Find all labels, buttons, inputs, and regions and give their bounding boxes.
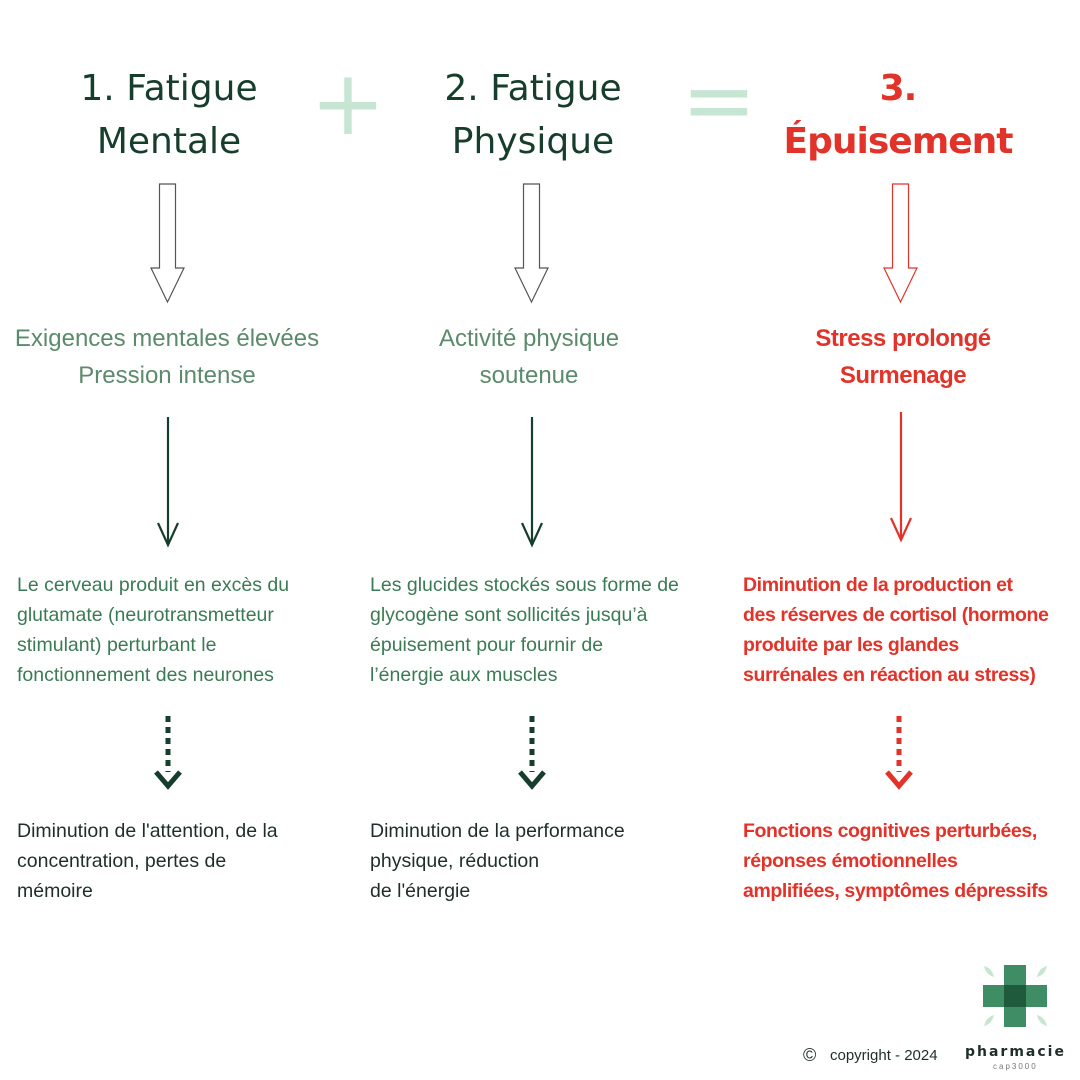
cause-line: Activité physique: [438, 325, 620, 352]
mechanism-physique: Les glucides stockés sous forme de glyco…: [370, 570, 710, 690]
cause-mentale: Exigences mentales élevées Pression inte…: [0, 320, 337, 394]
thin-down-arrow-icon: [889, 412, 913, 543]
brand-name: pharmacie: [965, 1044, 1066, 1060]
thin-down-arrow-icon: [520, 417, 544, 548]
mechanism-line: des réserves de cortisol (hormone: [743, 604, 1049, 626]
consequence-line: mémoire: [17, 880, 93, 902]
mechanism-line: fonctionnement des neurones: [17, 664, 274, 686]
cause-line: Surmenage: [839, 362, 967, 389]
consequence-physique: Diminution de la performance physique, r…: [370, 816, 710, 906]
title-mentale: 1. Fatigue Mentale: [0, 62, 339, 168]
mechanism-line: Le cerveau produit en excès du: [17, 574, 290, 596]
title-epuisement: 3. Épuisement: [728, 62, 1068, 168]
thin-down-arrow-icon: [156, 417, 180, 548]
consequence-line: concentration, pertes de: [17, 850, 227, 872]
cause-line: Pression intense: [78, 362, 256, 389]
plus-operator: +: [310, 51, 386, 156]
cause-line: Exigences mentales élevées: [14, 325, 320, 352]
mechanism-mentale: Le cerveau produit en excès du glutamate…: [17, 570, 357, 690]
mechanism-line: Diminution de la production et: [743, 574, 1013, 596]
cause-physique: Activité physique soutenue: [359, 320, 699, 394]
copyright-text: copyright - 2024: [830, 1047, 938, 1064]
mechanism-line: l’énergie aux muscles: [370, 664, 558, 686]
mechanism-line: glutamate (neurotransmetteur: [17, 604, 274, 626]
mechanism-line: épuisement pour fournir de: [370, 634, 604, 656]
mechanism-line: glycogène sont sollicités jusqu’à: [370, 604, 648, 626]
consequence-epuisement: Fonctions cognitives perturbées, réponse…: [743, 816, 1080, 906]
title-line: Épuisement: [783, 121, 1014, 162]
dotted-chevron-down-arrow-icon: [154, 716, 182, 790]
consequence-line: Diminution de l'attention, de la: [17, 820, 278, 842]
title-line: 2. Fatigue: [444, 68, 622, 109]
cause-line: soutenue: [479, 362, 579, 389]
mechanism-line: surrénales en réaction au stress): [743, 664, 1036, 686]
hollow-down-arrow-icon: [883, 183, 918, 304]
consequence-line: amplifiées, symptômes dépressifs: [743, 880, 1048, 902]
cause-line: Stress prolongé: [815, 325, 991, 352]
mechanism-line: Les glucides stockés sous forme de: [370, 574, 679, 596]
cause-epuisement: Stress prolongé Surmenage: [733, 320, 1073, 394]
consequence-mentale: Diminution de l'attention, de la concent…: [17, 816, 357, 906]
title-line: Mentale: [96, 121, 242, 162]
consequence-line: de l'énergie: [370, 880, 471, 902]
title-line: 3.: [879, 68, 918, 109]
equals-operator: =: [681, 48, 757, 153]
hollow-down-arrow-icon: [150, 183, 185, 304]
dotted-chevron-down-arrow-icon: [885, 716, 913, 790]
pharmacy-cross-logo-icon: [983, 965, 1047, 1027]
consequence-line: physique, réduction: [370, 850, 540, 872]
hollow-down-arrow-icon: [514, 183, 549, 304]
mechanism-epuisement: Diminution de la production et des réser…: [743, 570, 1080, 690]
title-physique: 2. Fatigue Physique: [363, 62, 703, 168]
consequence-line: réponses émotionnelles: [743, 850, 958, 872]
dotted-chevron-down-arrow-icon: [518, 716, 546, 790]
title-line: 1. Fatigue: [80, 68, 258, 109]
brand-sub: cap3000: [993, 1062, 1038, 1071]
consequence-line: Diminution de la performance: [370, 820, 625, 842]
copyright-icon: ©: [803, 1045, 817, 1065]
mechanism-line: produite par les glandes: [743, 634, 959, 656]
mechanism-line: stimulant) perturbant le: [17, 634, 217, 656]
title-line: Physique: [451, 121, 615, 162]
consequence-line: Fonctions cognitives perturbées,: [743, 820, 1037, 842]
